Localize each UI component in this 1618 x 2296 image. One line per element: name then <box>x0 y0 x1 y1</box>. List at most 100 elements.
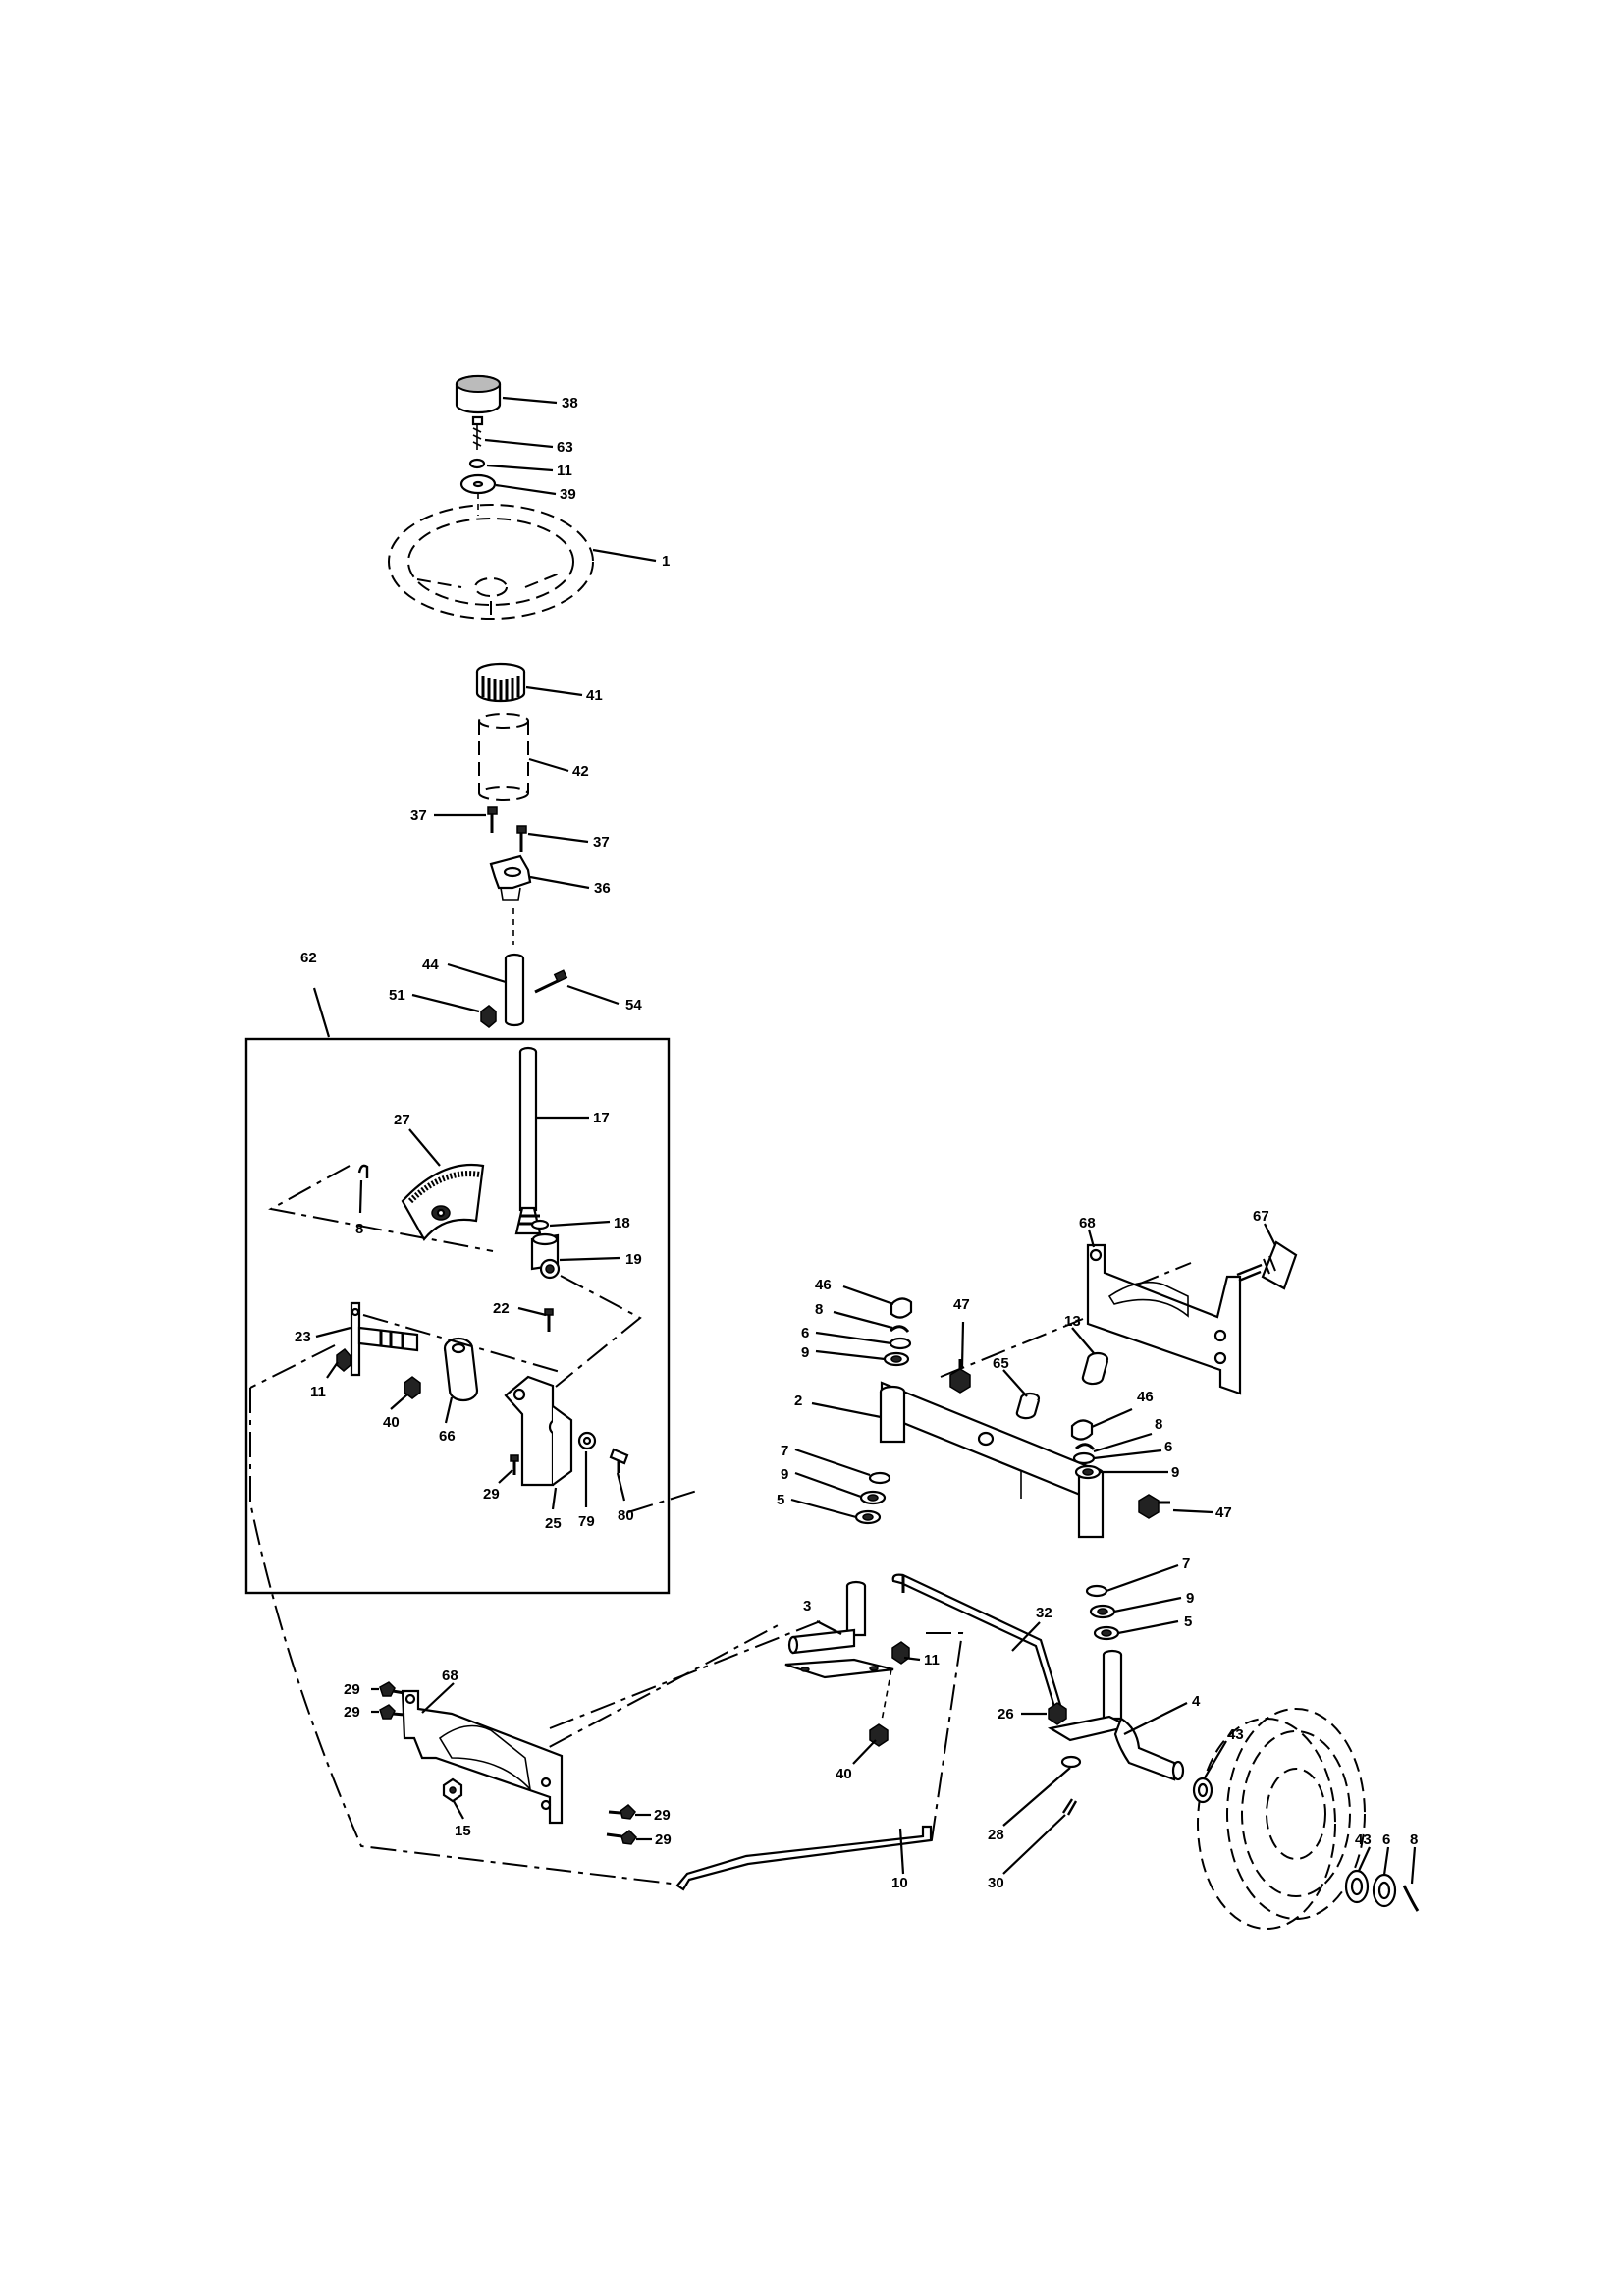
callout-3: 3 <box>803 1598 811 1614</box>
bushing-5-right <box>1093 1625 1120 1641</box>
callout-40: 40 <box>383 1414 400 1431</box>
axle-bracket-68-left <box>401 1689 564 1825</box>
spacer-65 <box>1015 1392 1041 1420</box>
bushing-66 <box>443 1337 479 1402</box>
callout-9: 9 <box>1171 1464 1179 1481</box>
nut-26 <box>1048 1702 1067 1725</box>
leader-lines <box>315 396 1417 1885</box>
callout-4: 4 <box>1192 1693 1201 1710</box>
washer-43-inner <box>1192 1777 1214 1804</box>
washer-7-right <box>1085 1584 1108 1598</box>
callout-79: 79 <box>578 1513 595 1530</box>
hub-cap-46-left <box>890 1297 913 1319</box>
clip-8-wheel <box>1402 1885 1420 1912</box>
spindle-4 <box>1047 1649 1185 1781</box>
washer-7-left <box>868 1471 891 1485</box>
callout-11: 11 <box>310 1384 326 1400</box>
callout-54: 54 <box>625 997 642 1013</box>
callout-30: 30 <box>988 1875 1004 1891</box>
callout-37: 37 <box>593 834 610 850</box>
callout-2: 2 <box>794 1393 802 1409</box>
callout-62: 62 <box>300 950 317 966</box>
washer-43-outer <box>1344 1869 1370 1904</box>
callout-19: 19 <box>625 1251 642 1268</box>
washer-6-right <box>1072 1451 1096 1465</box>
shaft-44 <box>504 953 525 1027</box>
callout-43: 43 <box>1227 1726 1244 1743</box>
drag-link-32 <box>891 1573 1062 1709</box>
column-tube-42 <box>478 713 529 801</box>
nut-40-inset <box>404 1376 421 1399</box>
callout-46: 46 <box>815 1277 832 1293</box>
bolt-80 <box>609 1448 629 1473</box>
callout-8: 8 <box>1155 1416 1162 1433</box>
callout-9: 9 <box>781 1466 788 1483</box>
bracket-36 <box>489 854 532 901</box>
callout-27: 27 <box>394 1112 410 1128</box>
washer-79 <box>577 1431 597 1450</box>
washer-11-top <box>468 458 486 469</box>
screw-22 <box>544 1308 554 1332</box>
callout-6: 6 <box>801 1325 809 1341</box>
callout-29: 29 <box>344 1681 360 1698</box>
spacer-13 <box>1081 1351 1109 1386</box>
callout-7: 7 <box>781 1443 788 1459</box>
callout-47: 47 <box>1215 1504 1232 1521</box>
washer-6-left <box>889 1337 912 1350</box>
callout-5: 5 <box>1184 1613 1192 1630</box>
callout-22: 22 <box>493 1300 510 1317</box>
clip-8-inset <box>357 1164 369 1178</box>
washer-11-spindle <box>891 1641 910 1665</box>
callout-29: 29 <box>654 1807 671 1824</box>
callout-10: 10 <box>891 1875 908 1891</box>
callout-47: 47 <box>953 1296 970 1313</box>
callout-25: 25 <box>545 1515 562 1532</box>
callout-51: 51 <box>389 987 405 1004</box>
screw-37-left <box>487 806 498 833</box>
callout-11: 11 <box>557 463 572 479</box>
bolt-29-left-a <box>379 1681 405 1697</box>
callout-65: 65 <box>993 1355 1009 1372</box>
washer-6-wheel <box>1372 1873 1397 1908</box>
callout-9: 9 <box>1186 1590 1194 1607</box>
steering-cap-38 <box>455 374 502 414</box>
callout-18: 18 <box>614 1215 630 1231</box>
callout-11: 11 <box>924 1652 940 1668</box>
callout-8: 8 <box>1410 1831 1418 1848</box>
callout-37: 37 <box>410 807 427 824</box>
callout-39: 39 <box>560 486 576 503</box>
callout-29: 29 <box>655 1831 672 1848</box>
screw-29-inset <box>510 1454 519 1475</box>
bolt-29-left-b <box>379 1704 405 1720</box>
steering-shaft-17 <box>514 1046 542 1235</box>
nut-15 <box>442 1777 463 1803</box>
callout-29: 29 <box>483 1486 500 1503</box>
callout-23: 23 <box>295 1329 311 1345</box>
bearing-19 <box>530 1232 561 1280</box>
callout-68: 68 <box>442 1667 458 1684</box>
callout-1: 1 <box>662 553 670 570</box>
callout-66: 66 <box>439 1428 456 1445</box>
front-axle-2 <box>879 1381 1105 1539</box>
callout-26: 26 <box>998 1706 1014 1722</box>
nut-51 <box>480 1005 497 1028</box>
front-wheel <box>1197 1708 1366 1930</box>
callout-41: 41 <box>586 687 603 704</box>
screw-37-right <box>516 825 527 852</box>
callout-28: 28 <box>988 1827 1004 1843</box>
washer-39 <box>459 473 497 495</box>
steering-wheel-1 <box>388 504 594 620</box>
callout-36: 36 <box>594 880 611 897</box>
washer-11-inset <box>336 1347 351 1372</box>
pivot-bracket-23 <box>350 1301 419 1377</box>
callout-labels: 38 63 11 39 1 41 42 37 37 36 62 44 51 54… <box>295 395 1418 1891</box>
callout-13: 13 <box>1064 1313 1081 1330</box>
bolt-67 <box>1236 1240 1298 1290</box>
bolt-29-right-b <box>606 1830 637 1845</box>
washer-9-right-top <box>1074 1464 1102 1480</box>
bushing-5-left <box>854 1509 882 1525</box>
washer-9-right-bottom <box>1089 1604 1116 1619</box>
callout-7: 7 <box>1182 1556 1190 1572</box>
hub-cap-46-right <box>1070 1419 1094 1441</box>
callout-15: 15 <box>455 1823 471 1839</box>
